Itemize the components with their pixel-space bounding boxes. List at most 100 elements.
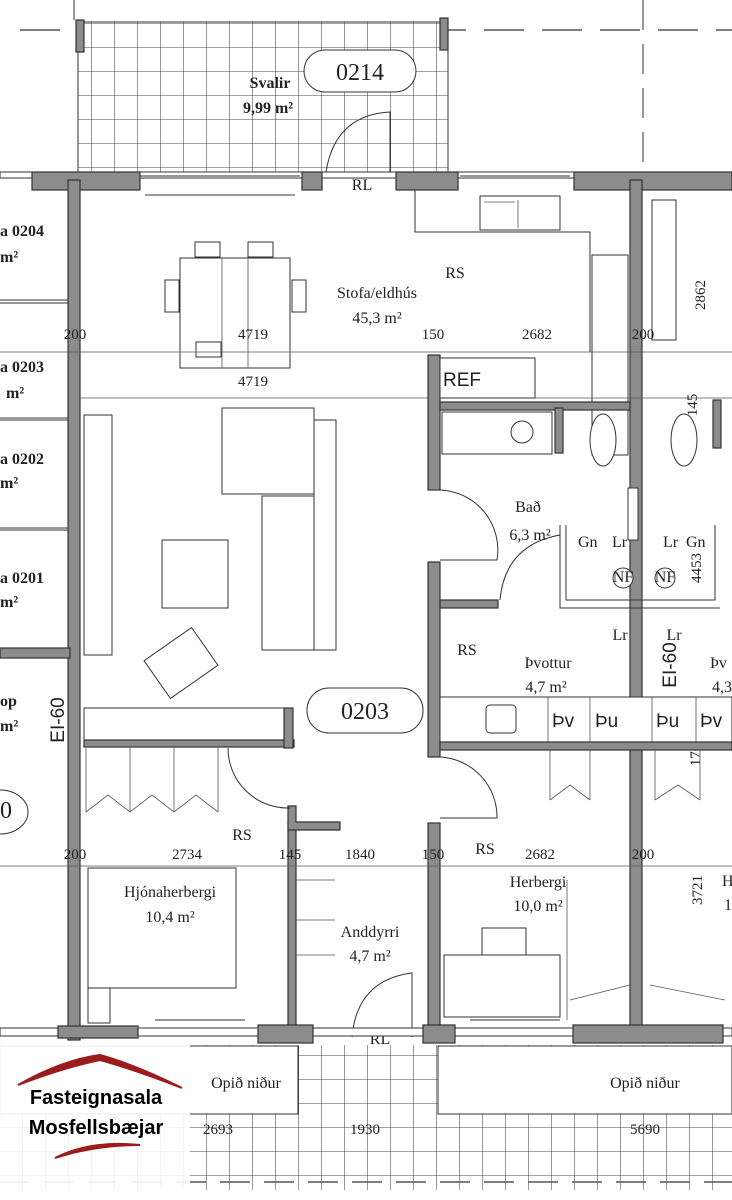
dim-text: 1840	[345, 847, 375, 863]
room-name-bedroom: Herbergi	[510, 874, 567, 891]
dim-text: 200	[632, 327, 655, 343]
bath-gn: Gn	[686, 534, 706, 551]
neighbor-label: a 0202	[0, 451, 44, 468]
open-below-right	[437, 1045, 732, 1115]
wall-left	[67, 179, 81, 1041]
nf-label: NF	[655, 569, 676, 586]
dim-text: 2682	[525, 847, 555, 863]
laundry-counter	[439, 696, 732, 743]
dim-text: 145	[685, 394, 701, 417]
neighbor-area: m²	[0, 475, 18, 492]
dim-text: 150	[422, 327, 445, 343]
agency-logo: Fasteignasala Mosfellsbæjar	[0, 1042, 190, 1200]
balcony-door-label: RL	[352, 177, 372, 194]
exterior-wall-bottom	[0, 1027, 732, 1037]
balcony-name: Svalir	[250, 75, 291, 92]
unit-tag-0203	[306, 687, 424, 734]
dim-text: 200	[64, 327, 87, 343]
laundry-sink	[485, 704, 517, 734]
bath-gn: Gn	[578, 534, 598, 551]
fire-rating-right: EI-60	[660, 642, 681, 687]
balcony-floor	[77, 21, 449, 173]
kitchen-sink	[479, 195, 561, 231]
dim-text: 1930	[350, 1122, 380, 1138]
bath-sink	[510, 420, 534, 444]
wall-center-upper	[427, 354, 441, 491]
balcony-post	[75, 19, 85, 53]
dim-text: 3721	[690, 875, 706, 905]
dim-text: 145	[279, 847, 302, 863]
neighbor-room-area: 4,3	[712, 679, 732, 696]
balcony-post	[439, 17, 449, 51]
dim-text: 200	[64, 847, 87, 863]
open-below-label: Opið niður	[211, 1075, 281, 1092]
wall-center-mid	[427, 561, 441, 758]
dim-text: 150	[422, 847, 445, 863]
desk	[443, 954, 561, 1018]
fire-rating-left: EI-60	[48, 697, 69, 742]
toilet-icon	[589, 413, 617, 467]
dim-text: 2734	[172, 847, 203, 863]
neighbor-room-name: H	[722, 873, 732, 890]
unit-tag-label: 0203	[341, 699, 389, 725]
balcony-door-swing	[325, 111, 391, 173]
bath-lr: Lr	[612, 534, 628, 551]
laundry-lr: Lr	[666, 627, 682, 644]
room-area-master: 10,4 m²	[145, 909, 194, 926]
double-bed	[87, 867, 237, 989]
room-area-entry: 4,7 m²	[349, 948, 390, 965]
room-name-master: Hjónaherbergi	[124, 884, 217, 901]
room-name-bath: Bað	[515, 499, 541, 516]
balcony-area: 9,99 m²	[243, 100, 293, 117]
nf-label: NF	[613, 569, 634, 586]
appliance-label: Þv	[552, 711, 575, 732]
appliance-label: Þu	[656, 711, 679, 732]
dim-text: 2693	[203, 1122, 233, 1138]
tv-unit	[83, 414, 113, 656]
neighbor-room-area: 1	[724, 897, 732, 914]
room-area-bath: 6,3 m²	[509, 527, 550, 544]
rs-label: RS	[457, 642, 477, 659]
neighbor-room-name: Þv	[710, 655, 727, 672]
armchair	[143, 626, 219, 700]
room-name-laundry: Þvottur	[524, 655, 572, 672]
fridge-label: REF	[443, 370, 481, 391]
wardrobe	[83, 707, 287, 741]
dim-text: 2682	[522, 327, 552, 343]
neighbor-area: m²	[0, 718, 18, 735]
sofa	[261, 495, 315, 651]
neighbor-area: m²	[6, 385, 24, 402]
desk-chair	[481, 927, 527, 957]
room-area-living: 45,3 m²	[352, 310, 401, 327]
neighbor-label: op	[0, 693, 17, 710]
dim-text: 4719	[238, 327, 268, 343]
dim-text: 5690	[630, 1122, 660, 1138]
floor-drain-icon	[612, 567, 634, 589]
logo-line1: Fasteignasala	[30, 1087, 163, 1109]
neighbor-label: a 0201	[0, 570, 44, 587]
room-area-laundry: 4,7 m²	[525, 679, 566, 696]
neighbor-label: a 0203	[0, 359, 44, 376]
exterior-wall-top	[0, 171, 732, 179]
coffee-table	[161, 539, 229, 609]
dim-text: 4719	[238, 374, 268, 390]
neighbor-area: m²	[0, 594, 18, 611]
sofa-ottoman	[221, 407, 315, 495]
appliance-label: Þv	[700, 711, 723, 732]
rs-label: RS	[475, 841, 495, 858]
unit-tag-label: 0214	[336, 60, 384, 86]
room-area-bedroom: 10,0 m²	[513, 898, 562, 915]
wall-right	[629, 179, 643, 1031]
neighbor-area: m²	[0, 249, 18, 266]
laundry-lr: Lr	[612, 627, 628, 644]
neighbor-tag: 0	[0, 798, 12, 824]
bath-lr: Lr	[663, 534, 679, 551]
open-below-label: Opið niður	[610, 1075, 680, 1092]
rs-label: RS	[445, 265, 465, 282]
floor-drain-icon	[654, 567, 676, 589]
neighbor-label: a 0204	[0, 223, 44, 240]
dim-text: 200	[632, 847, 655, 863]
dim-text: 4453	[689, 553, 705, 583]
logo-line2: Mosfellsbæjar	[29, 1117, 164, 1139]
